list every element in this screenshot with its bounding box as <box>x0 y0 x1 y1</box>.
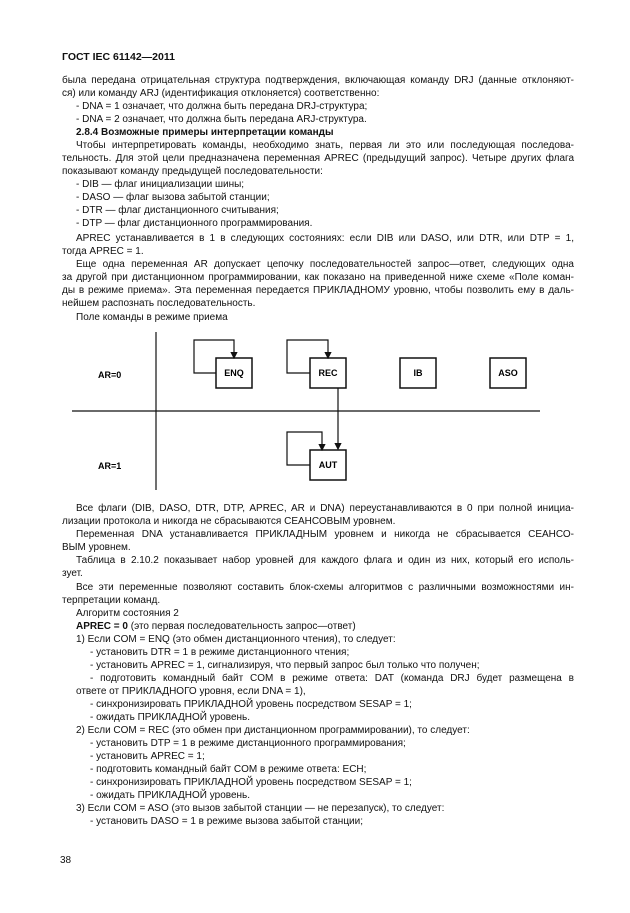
text-line: Переменная DNA устанавливается ПРИКЛАДНЫ… <box>76 529 574 540</box>
row-label-ar1: AR=1 <box>98 461 121 471</box>
figure-caption: Поле команды в режиме приема <box>76 312 228 323</box>
list-item: - подготовить командный байт COM в режим… <box>90 764 367 775</box>
box-ib <box>399 357 437 389</box>
list-item: - DIB — флаг инициализации шины; <box>76 179 245 190</box>
text-line: Еще одна переменная AR допускает цепочку… <box>76 259 574 270</box>
text-line: Все эти переменные позволяют составить б… <box>76 582 574 593</box>
list-item: - синхронизировать ПРИКЛАДНОЙ уровень по… <box>90 777 412 788</box>
page-number: 38 <box>60 855 72 866</box>
text-line: Чтобы интерпретировать команды, необходи… <box>76 140 574 151</box>
box-aut-label: AUT <box>319 460 338 470</box>
list-item: - установить DTR = 1 в режиме дистанцион… <box>90 647 350 658</box>
text-line: терпретации команд. <box>62 595 161 606</box>
text-line: ся) или команду ARJ (идентификация откло… <box>62 88 380 99</box>
text-line: показывают команду предыдущей последоват… <box>62 166 323 177</box>
text-span: (это первая последовательность запрос—от… <box>127 621 356 632</box>
box-aso-label: ASO <box>498 368 518 378</box>
box-rec-label: REC <box>318 368 338 378</box>
text-line: Алгоритм состояния 2 <box>76 608 179 619</box>
list-item: - DNA = 1 означает, что должна быть пере… <box>76 101 368 112</box>
list-item: - DTR — флаг дистанционного считывания; <box>76 205 279 216</box>
list-item: - ожидать ПРИКЛАДНОЙ уровень. <box>90 790 251 801</box>
list-item: - ожидать ПРИКЛАДНОЙ уровень. <box>90 712 251 723</box>
loop-rec <box>286 339 332 374</box>
text-line: Все флаги (DIB, DASO, DTR, DTP, APREC, A… <box>76 503 574 514</box>
text-line: лизации протокола и никогда не сбрасываю… <box>62 516 396 527</box>
text-line: тельность. Для этой цели предназначена п… <box>62 153 574 164</box>
row-label-ar0: AR=0 <box>98 370 121 380</box>
list-item: - DNA = 2 означает, что должна быть пере… <box>76 114 367 125</box>
text-line: ответе от ПРИКЛАДНОГО уровня, если DNA =… <box>76 686 306 697</box>
text-line: APREC устанавливается в 1 в следующих со… <box>76 233 574 244</box>
loop-aut <box>286 431 326 466</box>
bold-label: APREC = 0 <box>76 621 128 632</box>
list-item: - установить DTP = 1 в режиме дистанцион… <box>90 738 406 749</box>
text-line: за другой при дистанционном программиров… <box>62 272 574 283</box>
section-heading: 2.8.4 Возможные примеры интерпретации ко… <box>76 127 334 138</box>
list-item: - установить APREC = 1, сигнализируя, чт… <box>90 660 480 671</box>
list-item: - установить APREC = 1; <box>90 751 205 762</box>
box-ib-label: IB <box>414 368 424 378</box>
list-item: - подготовить командный байт COM в режим… <box>90 673 574 684</box>
box-enq-label: ENQ <box>224 368 244 378</box>
list-item: - DASO — флаг вызова забытой станции; <box>76 192 270 203</box>
text-line: зует. <box>62 568 83 579</box>
text-line: APREC = 0 (это первая последовательность… <box>76 621 356 633</box>
text-line: 3) Если COM = ASO (это вызов забытой ста… <box>76 803 445 814</box>
list-item: - установить DASO = 1 в режиме вызова за… <box>90 816 364 827</box>
page-header: ГОСТ IEC 61142—2011 <box>62 51 175 63</box>
box-aut <box>309 449 347 481</box>
text-line: 2) Если COM = REC (это обмен при дистанц… <box>76 725 470 736</box>
text-line: тогда APREC = 1. <box>62 246 144 257</box>
text-line: 1) Если COM = ENQ (это обмен дистанционн… <box>76 634 396 645</box>
box-aso <box>489 357 527 389</box>
loop-enq <box>193 339 238 374</box>
text-line: Таблица в 2.10.2 показывает набор уровне… <box>76 555 574 566</box>
list-item: - синхронизировать ПРИКЛАДНОЙ уровень по… <box>90 699 412 710</box>
text-line: ды в режиме приема». Эта переменная пере… <box>62 285 574 296</box>
text-line: была передана отрицательная структура по… <box>62 75 574 86</box>
text-line: нейшем распознать последовательность. <box>62 298 256 309</box>
list-item: - DTP — флаг дистанционного программиров… <box>76 218 313 229</box>
text-line: ВЫМ уровнем. <box>62 542 131 553</box>
